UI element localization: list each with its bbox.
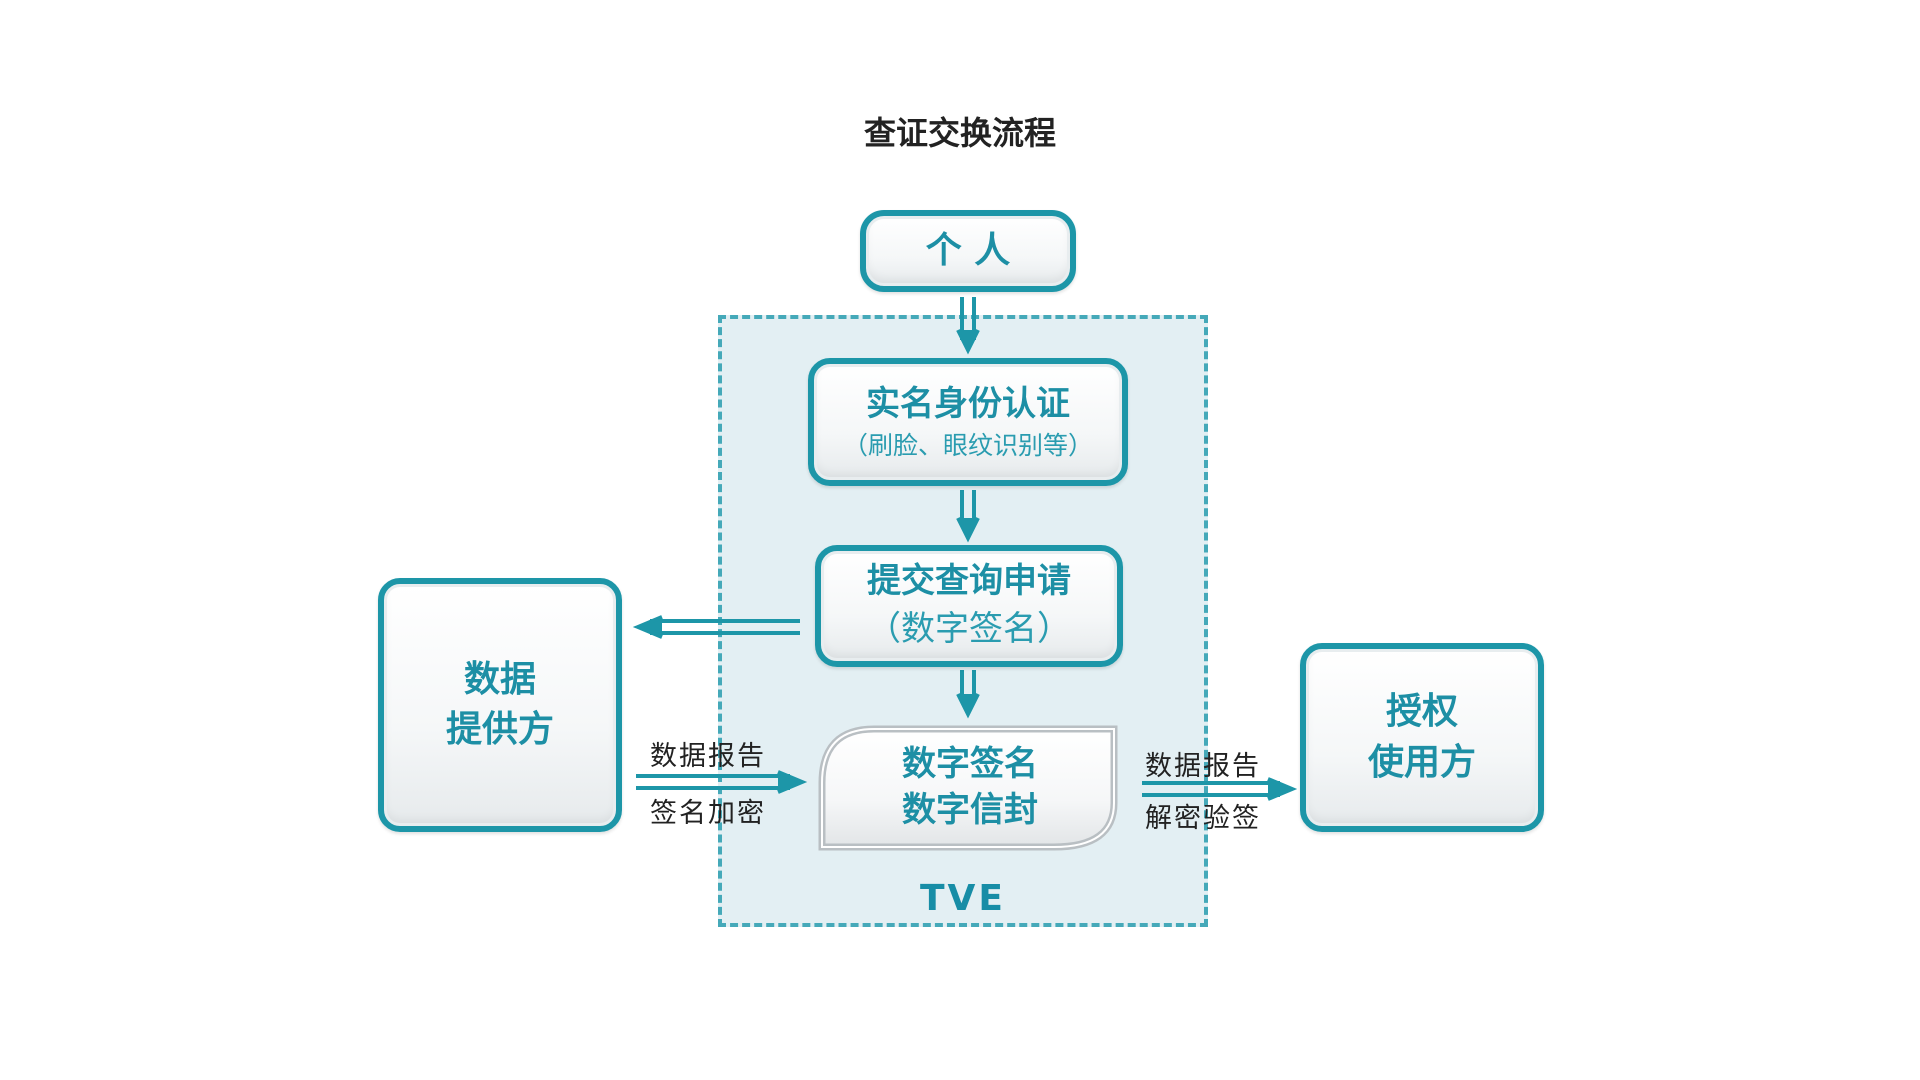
arrow-query-to-envelope: [956, 670, 980, 719]
node-query-title: 提交查询申请: [867, 561, 1071, 602]
node-identity-title: 实名身份认证: [866, 383, 1070, 424]
node-envelope-line2: 数字信封: [902, 790, 1038, 830]
node-query: 提交查询申请 （数字签名）: [815, 545, 1123, 667]
arrow-provider-to-envelope: [636, 770, 808, 794]
node-person: 个 人: [860, 210, 1076, 292]
node-query-subtitle: （数字签名）: [867, 609, 1071, 649]
node-identity-subtitle: （刷脸、眼纹识别等）: [842, 431, 1093, 461]
node-consumer-line1: 授权: [1385, 691, 1458, 733]
edge-label-consumer-top: 数据报告: [1145, 751, 1261, 782]
node-provider: 数据 提供方: [378, 578, 622, 832]
node-person-label: 个 人: [925, 229, 1011, 271]
tve-label: TVE: [919, 878, 1006, 919]
node-envelope-line1: 数字签名: [902, 744, 1038, 785]
node-envelope-shape: [818, 725, 1118, 851]
edge-label-provider-top: 数据报告: [650, 741, 766, 772]
arrow-query-to-provider: [632, 615, 800, 639]
arrow-person-to-identity: [956, 297, 980, 355]
node-envelope: 数字签名 数字信封: [814, 723, 1126, 853]
node-provider-line1: 数据: [463, 658, 536, 700]
edge-label-provider-bottom: 签名加密: [650, 798, 766, 829]
node-consumer-line2: 使用方: [1367, 741, 1476, 783]
edge-label-consumer-bottom: 解密验签: [1145, 803, 1261, 834]
arrow-identity-to-query: [956, 490, 980, 543]
diagram-title: 查证交换流程: [863, 114, 1056, 152]
arrow-envelope-to-consumer: [1142, 777, 1298, 801]
node-consumer: 授权 使用方: [1300, 643, 1544, 832]
node-provider-line2: 提供方: [445, 709, 554, 750]
node-identity: 实名身份认证 （刷脸、眼纹识别等）: [808, 358, 1128, 486]
